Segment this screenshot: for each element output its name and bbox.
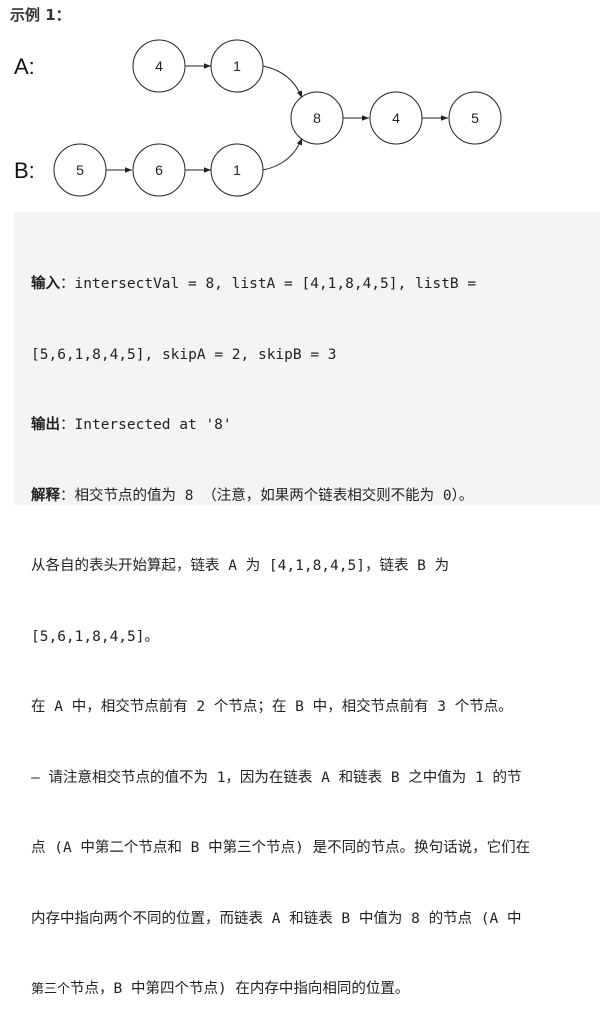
output-label: 输出 bbox=[31, 417, 60, 433]
shared-node-1-value: 4 bbox=[392, 110, 400, 126]
input-line-1: 输入：intersectVal = 8, listA = [4,1,8,4,5]… bbox=[31, 273, 600, 297]
list-b-label: B: bbox=[14, 158, 35, 183]
shared-node-2: 5 bbox=[448, 91, 502, 145]
shared-node-0: 8 bbox=[290, 91, 344, 145]
explain-line-3: [5,6,1,8,4,5]。 bbox=[31, 628, 159, 645]
list-b-node-1: 6 bbox=[132, 143, 186, 197]
shared-node-1: 4 bbox=[369, 91, 423, 145]
output-text: ：Intersected at '8' bbox=[60, 417, 232, 433]
shared-node-0-value: 8 bbox=[313, 110, 321, 126]
list-b-node-2-value: 1 bbox=[233, 162, 241, 178]
linked-list-diagram: A: B: 4 1 5 6 1 8 4 5 bbox=[14, 39, 502, 197]
input-line-2: [5,6,1,8,4,5], skipA = 2, skipB = 3 bbox=[31, 346, 337, 363]
input-text-1: ：intersectVal = 8, listA = [4,1,8,4,5], … bbox=[60, 276, 477, 292]
explain-label: 解释 bbox=[31, 487, 60, 504]
list-a-node-1: 1 bbox=[210, 39, 264, 93]
edge-b2-shared0 bbox=[262, 137, 303, 171]
input-label: 输入 bbox=[31, 276, 60, 292]
list-a-node-0: 4 bbox=[132, 39, 186, 93]
example-heading: 示例 1： bbox=[10, 6, 71, 24]
explain-line-4: 在 A 中，相交节点前有 2 个节点；在 B 中，相交节点前有 3 个节点。 bbox=[31, 699, 513, 715]
explain-line-1: 解释：相交节点的值为 8 （注意，如果两个链表相交则不能为 0）。 bbox=[31, 485, 600, 509]
explain-line-8: 第三个节点，B 中第四个节点) 在内存中指向相同的位置。 bbox=[31, 978, 600, 1002]
list-b-node-0-value: 5 bbox=[76, 162, 84, 178]
explain-small-text: 第三个 bbox=[31, 982, 71, 997]
list-a-node-1-value: 1 bbox=[233, 58, 241, 74]
output-line: 输出：Intersected at '8' bbox=[31, 414, 600, 438]
explain-line-5: — 请注意相交节点的值不为 1，因为在链表 A 和链表 B 之中值为 1 的节 bbox=[31, 769, 522, 786]
explain-line-7: 内存中指向两个不同的位置，而链表 A 和链表 B 中值为 8 的节点 (A 中 bbox=[31, 910, 522, 927]
list-a-label: A: bbox=[14, 54, 35, 79]
edge-a1-shared0 bbox=[262, 65, 303, 99]
list-a-node-0-value: 4 bbox=[155, 58, 163, 74]
explain-line-2: 从各自的表头开始算起，链表 A 为 [4,1,8,4,5]，链表 B 为 bbox=[31, 558, 450, 574]
list-b-node-2: 1 bbox=[210, 143, 264, 197]
explain-line-6: 点 (A 中第二个节点和 B 中第三个节点) 是不同的节点。换句话说，它们在 bbox=[31, 840, 531, 856]
list-b-node-0: 5 bbox=[53, 143, 107, 197]
list-b-node-1-value: 6 bbox=[155, 162, 163, 178]
shared-node-2-value: 5 bbox=[471, 110, 479, 126]
explain-text-1: ：相交节点的值为 8 （注意，如果两个链表相交则不能为 0）。 bbox=[60, 487, 474, 504]
example-explanation-box: 输入：intersectVal = 8, listA = [4,1,8,4,5]… bbox=[14, 212, 600, 997]
explain-text-8: 节点，B 中第四个节点) 在内存中指向相同的位置。 bbox=[70, 981, 410, 997]
